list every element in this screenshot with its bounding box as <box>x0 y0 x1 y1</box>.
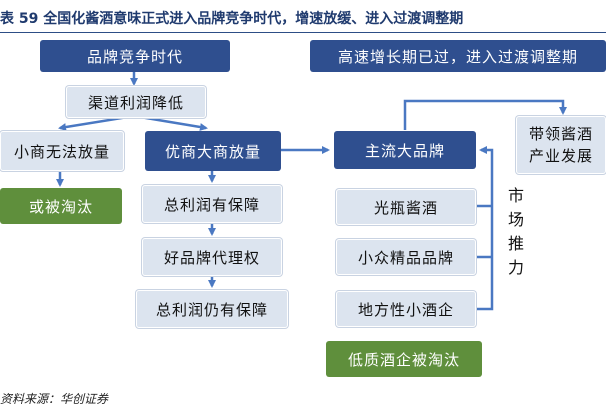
box-low-quality-eliminated: 低质酒企被淘汰 <box>326 341 482 377</box>
market-push-char: 推 <box>507 234 524 253</box>
box-good-brand-agency: 好品牌代理权 <box>142 238 282 276</box>
box-profit-guaranteed: 总利润有保障 <box>142 185 282 223</box>
box-high-growth-over: 高速增长期已过，进入过渡调整期 <box>310 40 606 72</box>
box-big-dealer: 优商大商放量 <box>145 131 281 171</box>
arrow-market-push <box>477 146 494 311</box>
box-channel-profit-drop: 渠道利润降低 <box>66 86 206 118</box>
market-push-char: 市 <box>507 186 524 205</box>
box-small-dealer: 小商无法放量 <box>0 131 124 171</box>
box-leading-industry: 带领酱酒 产业发展 <box>516 116 606 174</box>
arrow-to-big-dealer <box>133 114 208 131</box>
box-eliminated: 或被淘汰 <box>0 188 122 224</box>
box-mainstream-brand: 主流大品牌 <box>334 131 476 169</box>
box-niche-brand: 小众精品品牌 <box>336 239 476 275</box>
arrow-to-small-dealer <box>58 114 135 131</box>
box-guangping: 光瓶酱酒 <box>336 189 476 225</box>
figure-title: 表 59 全国化酱酒意味正式进入品牌竞争时代，增速放缓、进入过渡调整期 <box>0 11 464 27</box>
leading-industry-line2: 产业发展 <box>528 147 593 165</box>
label-market-push: 市场推力 <box>506 184 526 280</box>
source-note: 资料来源：华创证券 <box>0 392 109 406</box>
box-brand-era: 品牌竞争时代 <box>40 40 230 72</box>
arrow-mainstream-to-leading <box>403 99 567 130</box>
title-divider <box>0 32 606 33</box>
box-local-liquor: 地方性小酒企 <box>336 291 476 327</box>
box-profit-still-guaranteed: 总利润仍有保障 <box>136 290 288 328</box>
leading-industry-line1: 带领酱酒 <box>528 125 593 143</box>
market-push-char: 力 <box>507 258 524 277</box>
market-push-char: 场 <box>507 210 524 229</box>
